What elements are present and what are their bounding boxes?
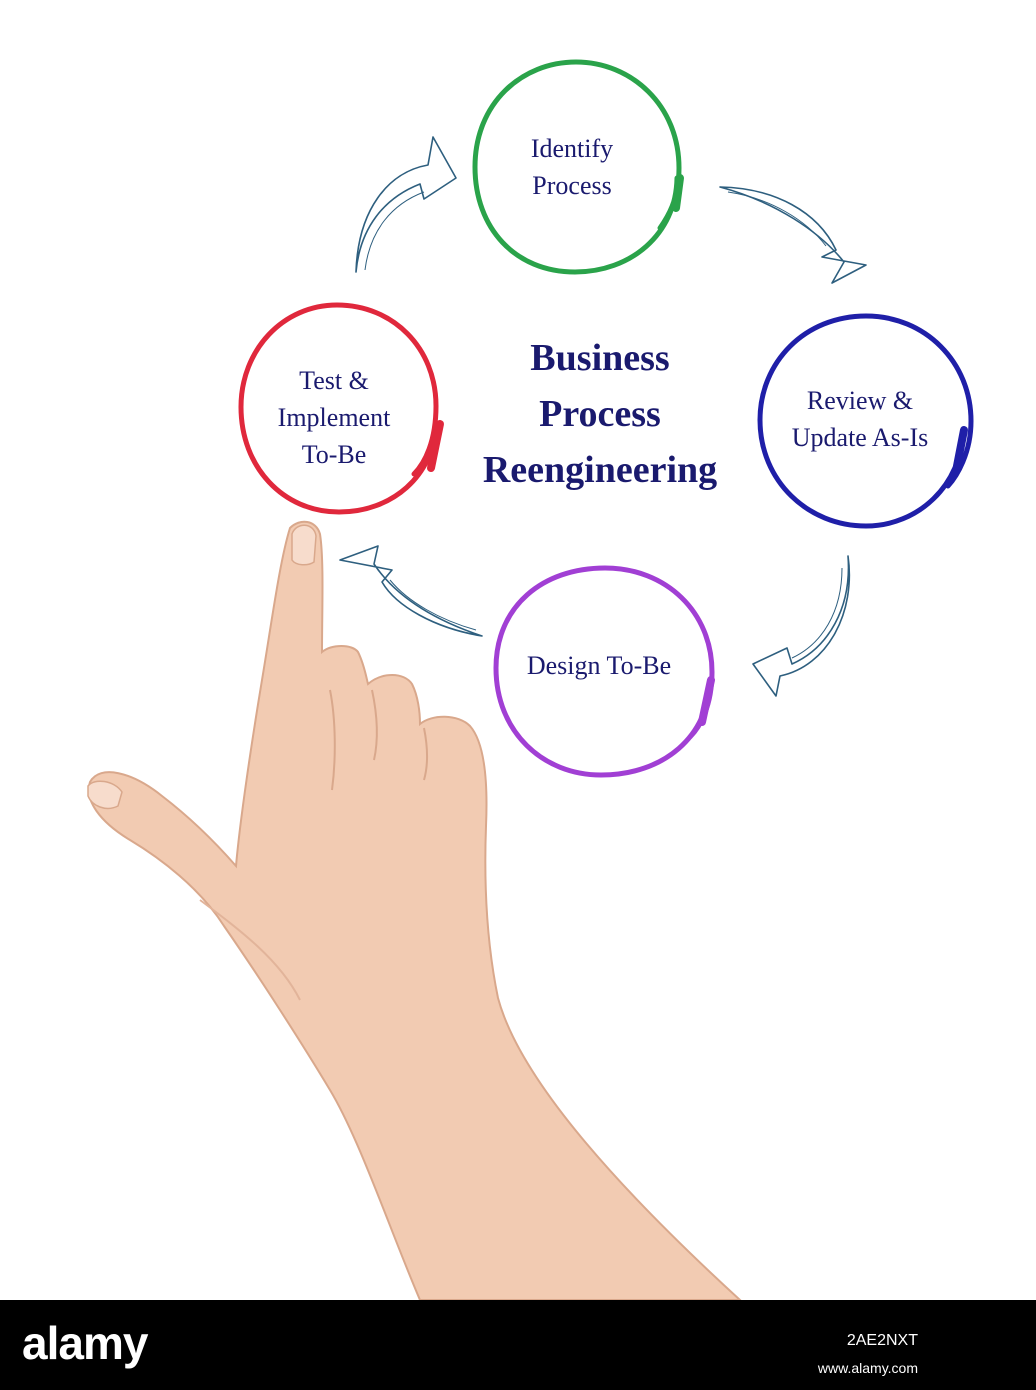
node-label-identify: Identify Process xyxy=(530,134,614,200)
node-circle-test xyxy=(238,302,444,515)
site-url: www.alamy.com xyxy=(817,1360,918,1376)
node-label-design: Design To-Be xyxy=(526,651,672,680)
stock-photo: Identify Process Review & Update As-Is D… xyxy=(87,59,974,1300)
pointing-hand xyxy=(87,520,742,1300)
node-label-test: Test & Implement To-Be xyxy=(277,366,391,469)
node-circle-design xyxy=(493,565,715,778)
node-circle-identify xyxy=(472,59,684,275)
cycle-diagram xyxy=(87,59,974,1300)
arrow-review-to-design xyxy=(752,555,851,697)
brand-logo: alamy xyxy=(22,1317,148,1369)
arrow-test-to-identify xyxy=(355,136,457,273)
diagram-title: Business Process Reengineering xyxy=(482,337,718,491)
image-id: 2AE2NXT xyxy=(846,1332,918,1349)
node-label-review: Review & Update As-Is xyxy=(791,386,929,452)
watermark-bar: alamy 2AE2NXT www.alamy.com xyxy=(0,1300,1036,1390)
arrow-identify-to-review xyxy=(719,186,867,284)
arrow-design-to-test xyxy=(339,545,483,637)
node-circle-review xyxy=(757,313,974,529)
